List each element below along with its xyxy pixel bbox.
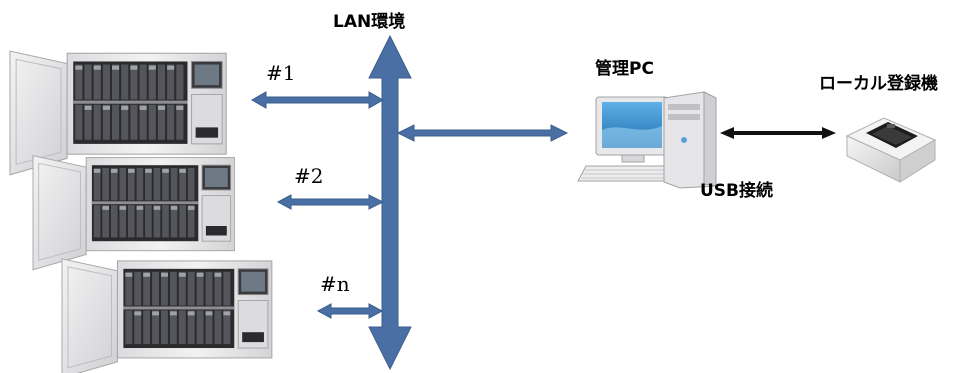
lan-link-arrow-n <box>316 303 384 319</box>
lan-link-arrow-2 <box>276 194 385 210</box>
storage-cabinet-icon <box>32 155 235 271</box>
unit-label-2: #2 <box>294 164 324 188</box>
unit-label-n: #n <box>320 272 350 296</box>
usb-link-arrow <box>720 127 836 139</box>
storage-cabinet-icon <box>61 258 273 373</box>
pc-label: 管理PC <box>595 59 654 79</box>
lan-link-arrow-pc <box>396 124 569 142</box>
unit-label-1: #1 <box>266 61 296 85</box>
desktop-pc-icon <box>577 91 717 189</box>
lan-label: LAN環境 <box>333 12 406 32</box>
card-reader-icon <box>845 117 937 183</box>
lan-link-arrow-1 <box>250 91 385 109</box>
storage-cabinet-icon <box>9 50 227 176</box>
lan-backbone-arrow <box>368 34 412 371</box>
usb-label: USB接続 <box>700 181 774 201</box>
registrar-label: ローカル登録機 <box>819 74 938 94</box>
